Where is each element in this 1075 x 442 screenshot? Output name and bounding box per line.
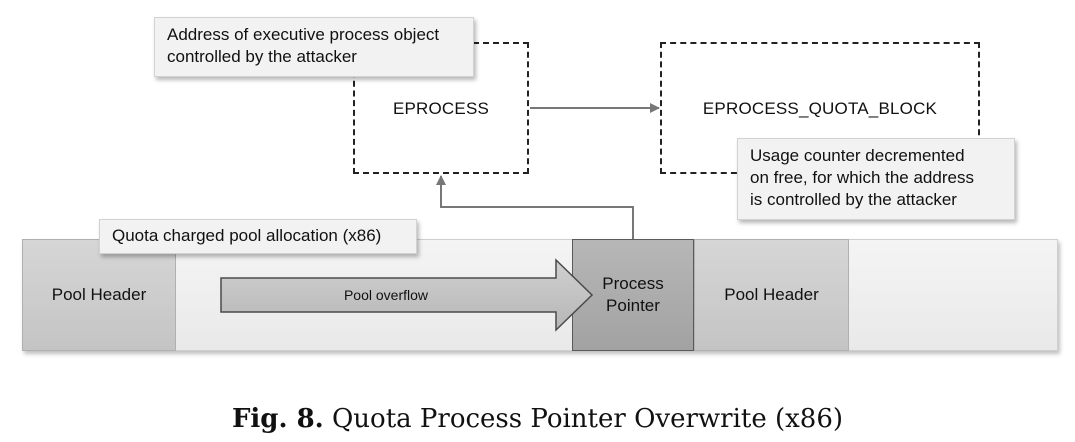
- pool-header-right-label: Pool Header: [724, 285, 819, 304]
- pool-header-left-label: Pool Header: [51, 285, 147, 304]
- callout-quota: Quota charged pool allocation (x86): [99, 219, 417, 254]
- callout-usage: Usage counter decremented on free, for w…: [737, 138, 1015, 220]
- callout-usage-line2: on free, for which the address: [750, 168, 974, 187]
- process-pointer-line1: Process: [602, 274, 664, 293]
- process-pointer-to-eprocess-arrow: [436, 175, 634, 239]
- quota-block-label: EPROCESS_QUOTA_BLOCK: [702, 99, 938, 118]
- callout-quota-text: Quota charged pool allocation (x86): [112, 226, 382, 245]
- callout-usage-line3: is controlled by the attacker: [750, 190, 957, 209]
- eprocess-label: EPROCESS: [392, 99, 490, 118]
- pool-header-right: Pool Header: [694, 239, 849, 351]
- figure-number: Fig. 8.: [231, 404, 324, 434]
- pool-header-left: Pool Header: [22, 239, 176, 351]
- callout-address-line1: Address of executive process object: [167, 25, 440, 44]
- callout-usage-line1: Usage counter decremented: [750, 146, 965, 165]
- callout-address-line2: controlled by the attacker: [167, 47, 357, 66]
- figure-title: Quota Process Pointer Overwrite (x86): [331, 404, 844, 434]
- process-pointer-cell: Process Pointer: [572, 239, 694, 351]
- figure-caption: Fig. 8. Quota Process Pointer Overwrite …: [0, 404, 1075, 434]
- process-pointer-line2: Pointer: [606, 296, 660, 315]
- pool-overflow-label: Pool overflow: [343, 287, 429, 303]
- callout-address: Address of executive process object cont…: [154, 17, 474, 77]
